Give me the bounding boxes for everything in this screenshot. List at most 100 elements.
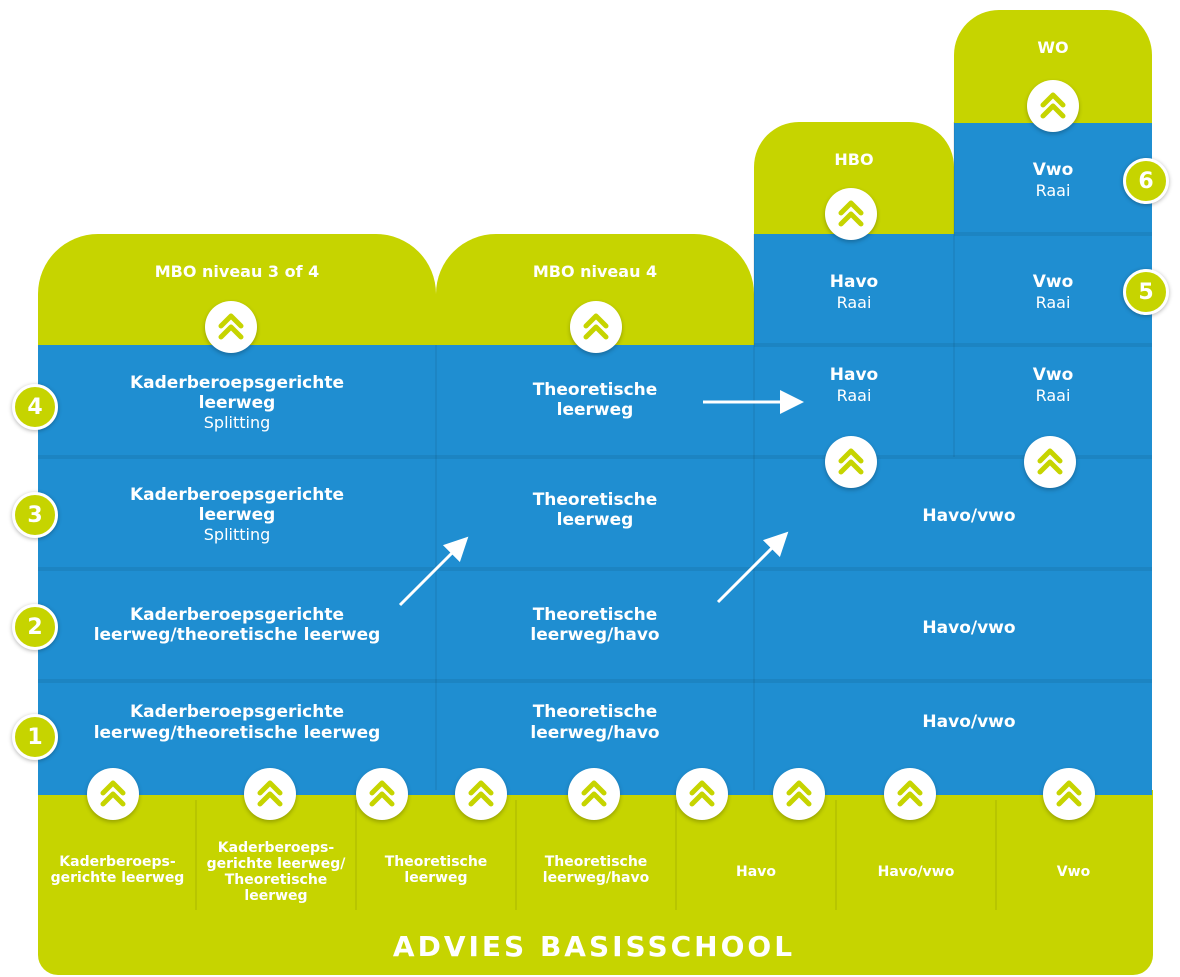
label-line: Theoretische: [544, 853, 648, 870]
row5-vwo-cell: Vwo Raai: [954, 257, 1152, 327]
level-badge-6: 6: [1123, 158, 1169, 204]
blue-main-block: [38, 345, 1152, 795]
cell-main: leerweg: [556, 510, 634, 531]
chevron-up-double-icon: [773, 768, 825, 820]
cell-main: Kaderberoepsgerichte: [129, 484, 345, 505]
chevron-up-double-icon: [1043, 768, 1095, 820]
mbo4-header: MBO niveau 4: [532, 262, 658, 281]
level-badge-3: 3: [12, 492, 58, 538]
hbo-header: HBO: [834, 150, 874, 169]
cell-main: leerweg/theoretische leerweg: [93, 625, 381, 645]
bottom-divider: [675, 800, 677, 910]
row3-kader-cell: Kaderberoepsgerichte leerweg Splitting: [38, 472, 436, 557]
cell-main: Kaderberoepsgerichte: [129, 702, 345, 723]
chevron-up-double-icon: [676, 768, 728, 820]
label-line: gerichte leerweg/: [206, 855, 346, 872]
bottom-label-kader-theo: Kaderberoeps- gerichte leerweg/ Theoreti…: [196, 832, 356, 912]
cell-main: Vwo: [1032, 160, 1074, 181]
label-line: leerweg: [244, 888, 308, 905]
level-badge-1: 1: [12, 714, 58, 760]
cell-main: leerweg: [556, 400, 634, 421]
cell-sub: Raai: [1035, 180, 1071, 200]
cell-main: Havo: [829, 365, 879, 386]
cell-main: Havo: [829, 272, 879, 293]
cell-main: leerweg/havo: [530, 722, 660, 743]
bottom-band: [38, 790, 1153, 975]
row-separator: [38, 679, 1152, 683]
bottom-divider: [835, 800, 837, 910]
column-divider: [753, 234, 755, 790]
row1-havovwo-cell: Havo/vwo: [854, 706, 1084, 738]
chevron-up-double-icon: [884, 768, 936, 820]
label-line: Theoretische: [224, 872, 328, 888]
bottom-label-havovwo: Havo/vwo: [877, 864, 955, 881]
label-line: gerichte leerweg: [50, 870, 185, 886]
row1-theo-cell: Theoretische leerweg/havo: [436, 690, 754, 755]
cell-sub: Raai: [1035, 292, 1071, 312]
bottom-divider: [515, 800, 517, 910]
row1-kader-cell: Kaderberoepsgerichte leerweg/theoretisch…: [38, 690, 436, 755]
chevron-up-double-icon: [825, 188, 877, 240]
row6-vwo-cell: Vwo Raai: [954, 145, 1152, 215]
chevron-up-double-icon: [205, 301, 257, 353]
bottom-label-kader: Kaderberoeps- gerichte leerweg: [40, 845, 195, 895]
bottom-divider: [355, 800, 357, 910]
row-separator: [38, 567, 1152, 571]
bottom-label-theo-havo: Theoretische leerweg/havo: [516, 845, 676, 895]
cell-main: leerweg: [198, 504, 276, 525]
chevron-up-double-icon: [1024, 436, 1076, 488]
cell-sub: Splitting: [203, 413, 271, 433]
cell-main: Havo/vwo: [922, 711, 1016, 732]
row3-theo-cell: Theoretische leerweg: [436, 472, 754, 557]
cell-main: Vwo: [1032, 272, 1074, 293]
cell-main: leerweg/havo: [530, 625, 660, 645]
blue-row5-block: [754, 234, 1152, 346]
chevron-up-double-icon: [1027, 80, 1079, 132]
bottom-label-vwo: Vwo: [1056, 864, 1091, 881]
label-line: Kaderberoeps-: [59, 853, 176, 870]
column-divider: [953, 122, 955, 457]
advies-basisschool-label: ADVIES BASISSCHOOL: [392, 930, 796, 963]
cell-sub: Raai: [836, 292, 872, 312]
cell-main: Theoretische: [532, 702, 658, 723]
level-badge-5: 5: [1123, 269, 1169, 315]
chevron-up-double-icon: [568, 768, 620, 820]
row3-havovwo-cell: Havo/vwo: [854, 500, 1084, 532]
row5-havo-cell: Havo Raai: [754, 257, 954, 327]
row2-havovwo-cell: Havo/vwo: [854, 612, 1084, 644]
cell-sub: Raai: [836, 385, 872, 405]
label-line: leerweg: [404, 870, 468, 886]
chevron-up-double-icon: [570, 301, 622, 353]
row2-kader-cell: Kaderberoepsgerichte leerweg/theoretisch…: [38, 585, 436, 665]
cell-sub: Raai: [1035, 385, 1071, 405]
cell-main: Vwo: [1032, 365, 1074, 386]
cell-main: Theoretische: [532, 380, 658, 400]
cell-main: Theoretische: [532, 604, 658, 625]
cell-main: Kaderberoepsgerichte: [129, 372, 345, 393]
mbo34-header: MBO niveau 3 of 4: [154, 262, 320, 281]
arrow-diagonal-icon: [398, 536, 469, 607]
bottom-divider: [195, 800, 197, 910]
level-badge-4: 4: [12, 384, 58, 430]
cell-main: leerweg: [198, 392, 276, 413]
label-line: Theoretische: [384, 853, 488, 870]
row4-vwo-cell: Vwo Raai: [954, 360, 1152, 410]
label-line: Kaderberoeps-: [217, 839, 335, 856]
arrow-diagonal-icon: [716, 531, 789, 604]
row4-kader-cell: Kaderberoepsgerichte leerweg Splitting: [38, 360, 436, 445]
cell-main: Havo/vwo: [922, 617, 1016, 638]
bottom-divider: [995, 800, 997, 910]
cell-main: Theoretische: [532, 490, 658, 510]
row-separator: [38, 455, 1152, 459]
chevron-up-double-icon: [87, 768, 139, 820]
level-badge-2: 2: [12, 604, 58, 650]
row-separator: [754, 343, 1152, 347]
chevron-up-double-icon: [825, 436, 877, 488]
bottom-label-havo: Havo: [736, 864, 776, 881]
label-line: leerweg/havo: [542, 870, 650, 886]
chevron-up-double-icon: [455, 768, 507, 820]
row-separator: [954, 232, 1152, 236]
blue-row6-block: [954, 123, 1152, 235]
chevron-up-double-icon: [244, 768, 296, 820]
